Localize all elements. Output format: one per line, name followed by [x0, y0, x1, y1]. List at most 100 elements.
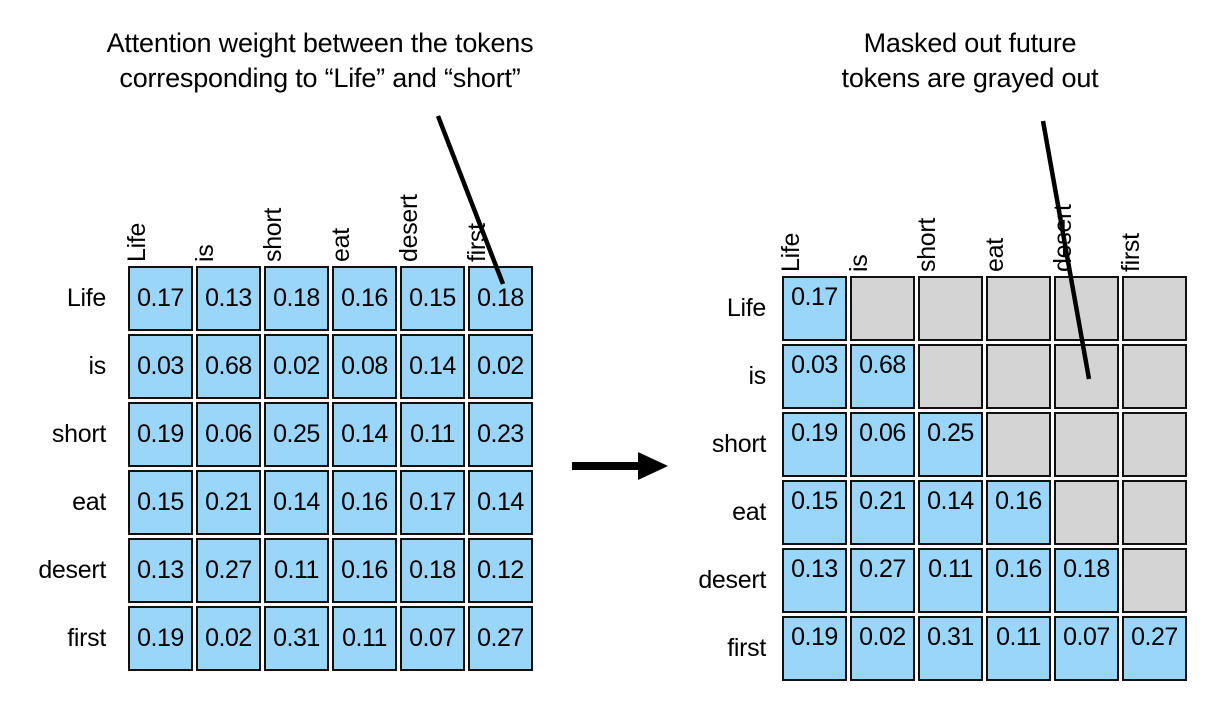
cell-row-first-col-Life: 0.19 [782, 616, 847, 681]
column-label-Life: Life [776, 232, 805, 272]
cell-row-is-col-Life: 0.03 [782, 344, 847, 409]
cell-row-Life-col-is [850, 276, 915, 341]
right-caption: Masked out future tokens are grayed out [841, 28, 1099, 93]
cell-row-first-col-Life: 0.19 [128, 606, 193, 671]
cell-row-Life-col-desert [1054, 276, 1119, 341]
column-label-Life: Life [122, 222, 151, 262]
table-row: 0.17 [782, 276, 1190, 341]
cell-row-Life-col-Life: 0.17 [128, 266, 193, 331]
column-label-slot: first [463, 180, 533, 264]
cell-row-short-col-short: 0.25 [264, 402, 329, 467]
cell-row-Life-col-eat [986, 276, 1051, 341]
column-label-slot: short [913, 190, 983, 274]
column-label-slot: first [1117, 190, 1187, 274]
cell-row-first-col-first: 0.27 [1122, 616, 1187, 681]
row-label-desert: desert [698, 566, 766, 594]
column-label-slot: Life [777, 190, 847, 274]
row-label-desert: desert [38, 556, 106, 584]
cell-row-eat-col-Life: 0.15 [782, 480, 847, 545]
cell-row-desert-col-desert: 0.18 [400, 538, 465, 603]
column-label-eat: eat [980, 238, 1009, 272]
cell-row-desert-col-desert: 0.18 [1054, 548, 1119, 613]
cell-row-is-col-first [1122, 344, 1187, 409]
cell-row-is-col-is: 0.68 [850, 344, 915, 409]
cell-row-eat-col-eat: 0.16 [332, 470, 397, 535]
cell-row-short-col-first [1122, 412, 1187, 477]
row-label-eat: eat [732, 498, 766, 526]
column-label-short: short [258, 207, 287, 262]
column-label-is: is [844, 254, 873, 272]
row-label-first: first [727, 634, 766, 662]
right-column-labels: Life is short eat desert first [777, 190, 1190, 274]
cell-row-short-col-short: 0.25 [918, 412, 983, 477]
cell-row-desert-col-eat: 0.16 [332, 538, 397, 603]
row-label-Life: Life [66, 284, 106, 312]
cell-row-short-col-Life: 0.19 [128, 402, 193, 467]
cell-row-is-col-is: 0.68 [196, 334, 261, 399]
column-label-short: short [912, 217, 941, 272]
cell-row-first-col-short: 0.31 [918, 616, 983, 681]
cell-row-desert-col-is: 0.27 [850, 548, 915, 613]
cell-row-is-col-eat: 0.08 [332, 334, 397, 399]
cell-row-Life-col-first [1122, 276, 1187, 341]
cell-row-eat-col-eat: 0.16 [986, 480, 1051, 545]
cell-row-short-col-Life: 0.19 [782, 412, 847, 477]
cell-row-Life-col-short: 0.18 [264, 266, 329, 331]
cell-row-short-col-eat: 0.14 [332, 402, 397, 467]
cell-row-eat-col-short: 0.14 [264, 470, 329, 535]
cell-row-first-col-desert: 0.07 [1054, 616, 1119, 681]
cell-row-is-col-eat [986, 344, 1051, 409]
cell-row-Life-col-short [918, 276, 983, 341]
cell-row-desert-col-Life: 0.13 [782, 548, 847, 613]
cell-row-is-col-short: 0.02 [264, 334, 329, 399]
column-label-slot: eat [981, 190, 1051, 274]
cell-row-Life-col-is: 0.13 [196, 266, 261, 331]
row-label-first: first [67, 624, 106, 652]
left-caption: Attention weight between the tokens corr… [106, 28, 534, 93]
cell-row-desert-col-first: 0.12 [468, 538, 533, 603]
column-label-desert: desert [1048, 204, 1077, 272]
cell-row-eat-col-Life: 0.15 [128, 470, 193, 535]
cell-row-eat-col-first: 0.14 [468, 470, 533, 535]
cell-row-first-col-first: 0.27 [468, 606, 533, 671]
column-label-slot: desert [395, 180, 465, 264]
column-label-first: first [462, 223, 491, 262]
cell-row-is-col-Life: 0.03 [128, 334, 193, 399]
row-label-short: short [51, 420, 106, 448]
column-label-eat: eat [326, 228, 355, 262]
cell-row-short-col-eat [986, 412, 1051, 477]
cell-row-eat-col-desert [1054, 480, 1119, 545]
cell-row-eat-col-first [1122, 480, 1187, 545]
cell-row-desert-col-first [1122, 548, 1187, 613]
column-label-slot: is [845, 190, 915, 274]
full-attention-panel: Attention weight between the tokens corr… [0, 28, 536, 674]
cell-row-eat-col-desert: 0.17 [400, 470, 465, 535]
cell-row-first-col-desert: 0.07 [400, 606, 465, 671]
cell-row-desert-col-short: 0.11 [918, 548, 983, 613]
row-label-Life: Life [726, 294, 766, 322]
cell-row-is-col-short [918, 344, 983, 409]
cell-row-is-col-desert [1054, 344, 1119, 409]
column-label-slot: Life [123, 180, 193, 264]
cell-row-eat-col-short: 0.14 [918, 480, 983, 545]
cell-row-Life-col-desert: 0.15 [400, 266, 465, 331]
column-label-first: first [1116, 233, 1145, 272]
column-label-slot: eat [327, 180, 397, 264]
cell-row-is-col-desert: 0.14 [400, 334, 465, 399]
cell-row-eat-col-is: 0.21 [196, 470, 261, 535]
